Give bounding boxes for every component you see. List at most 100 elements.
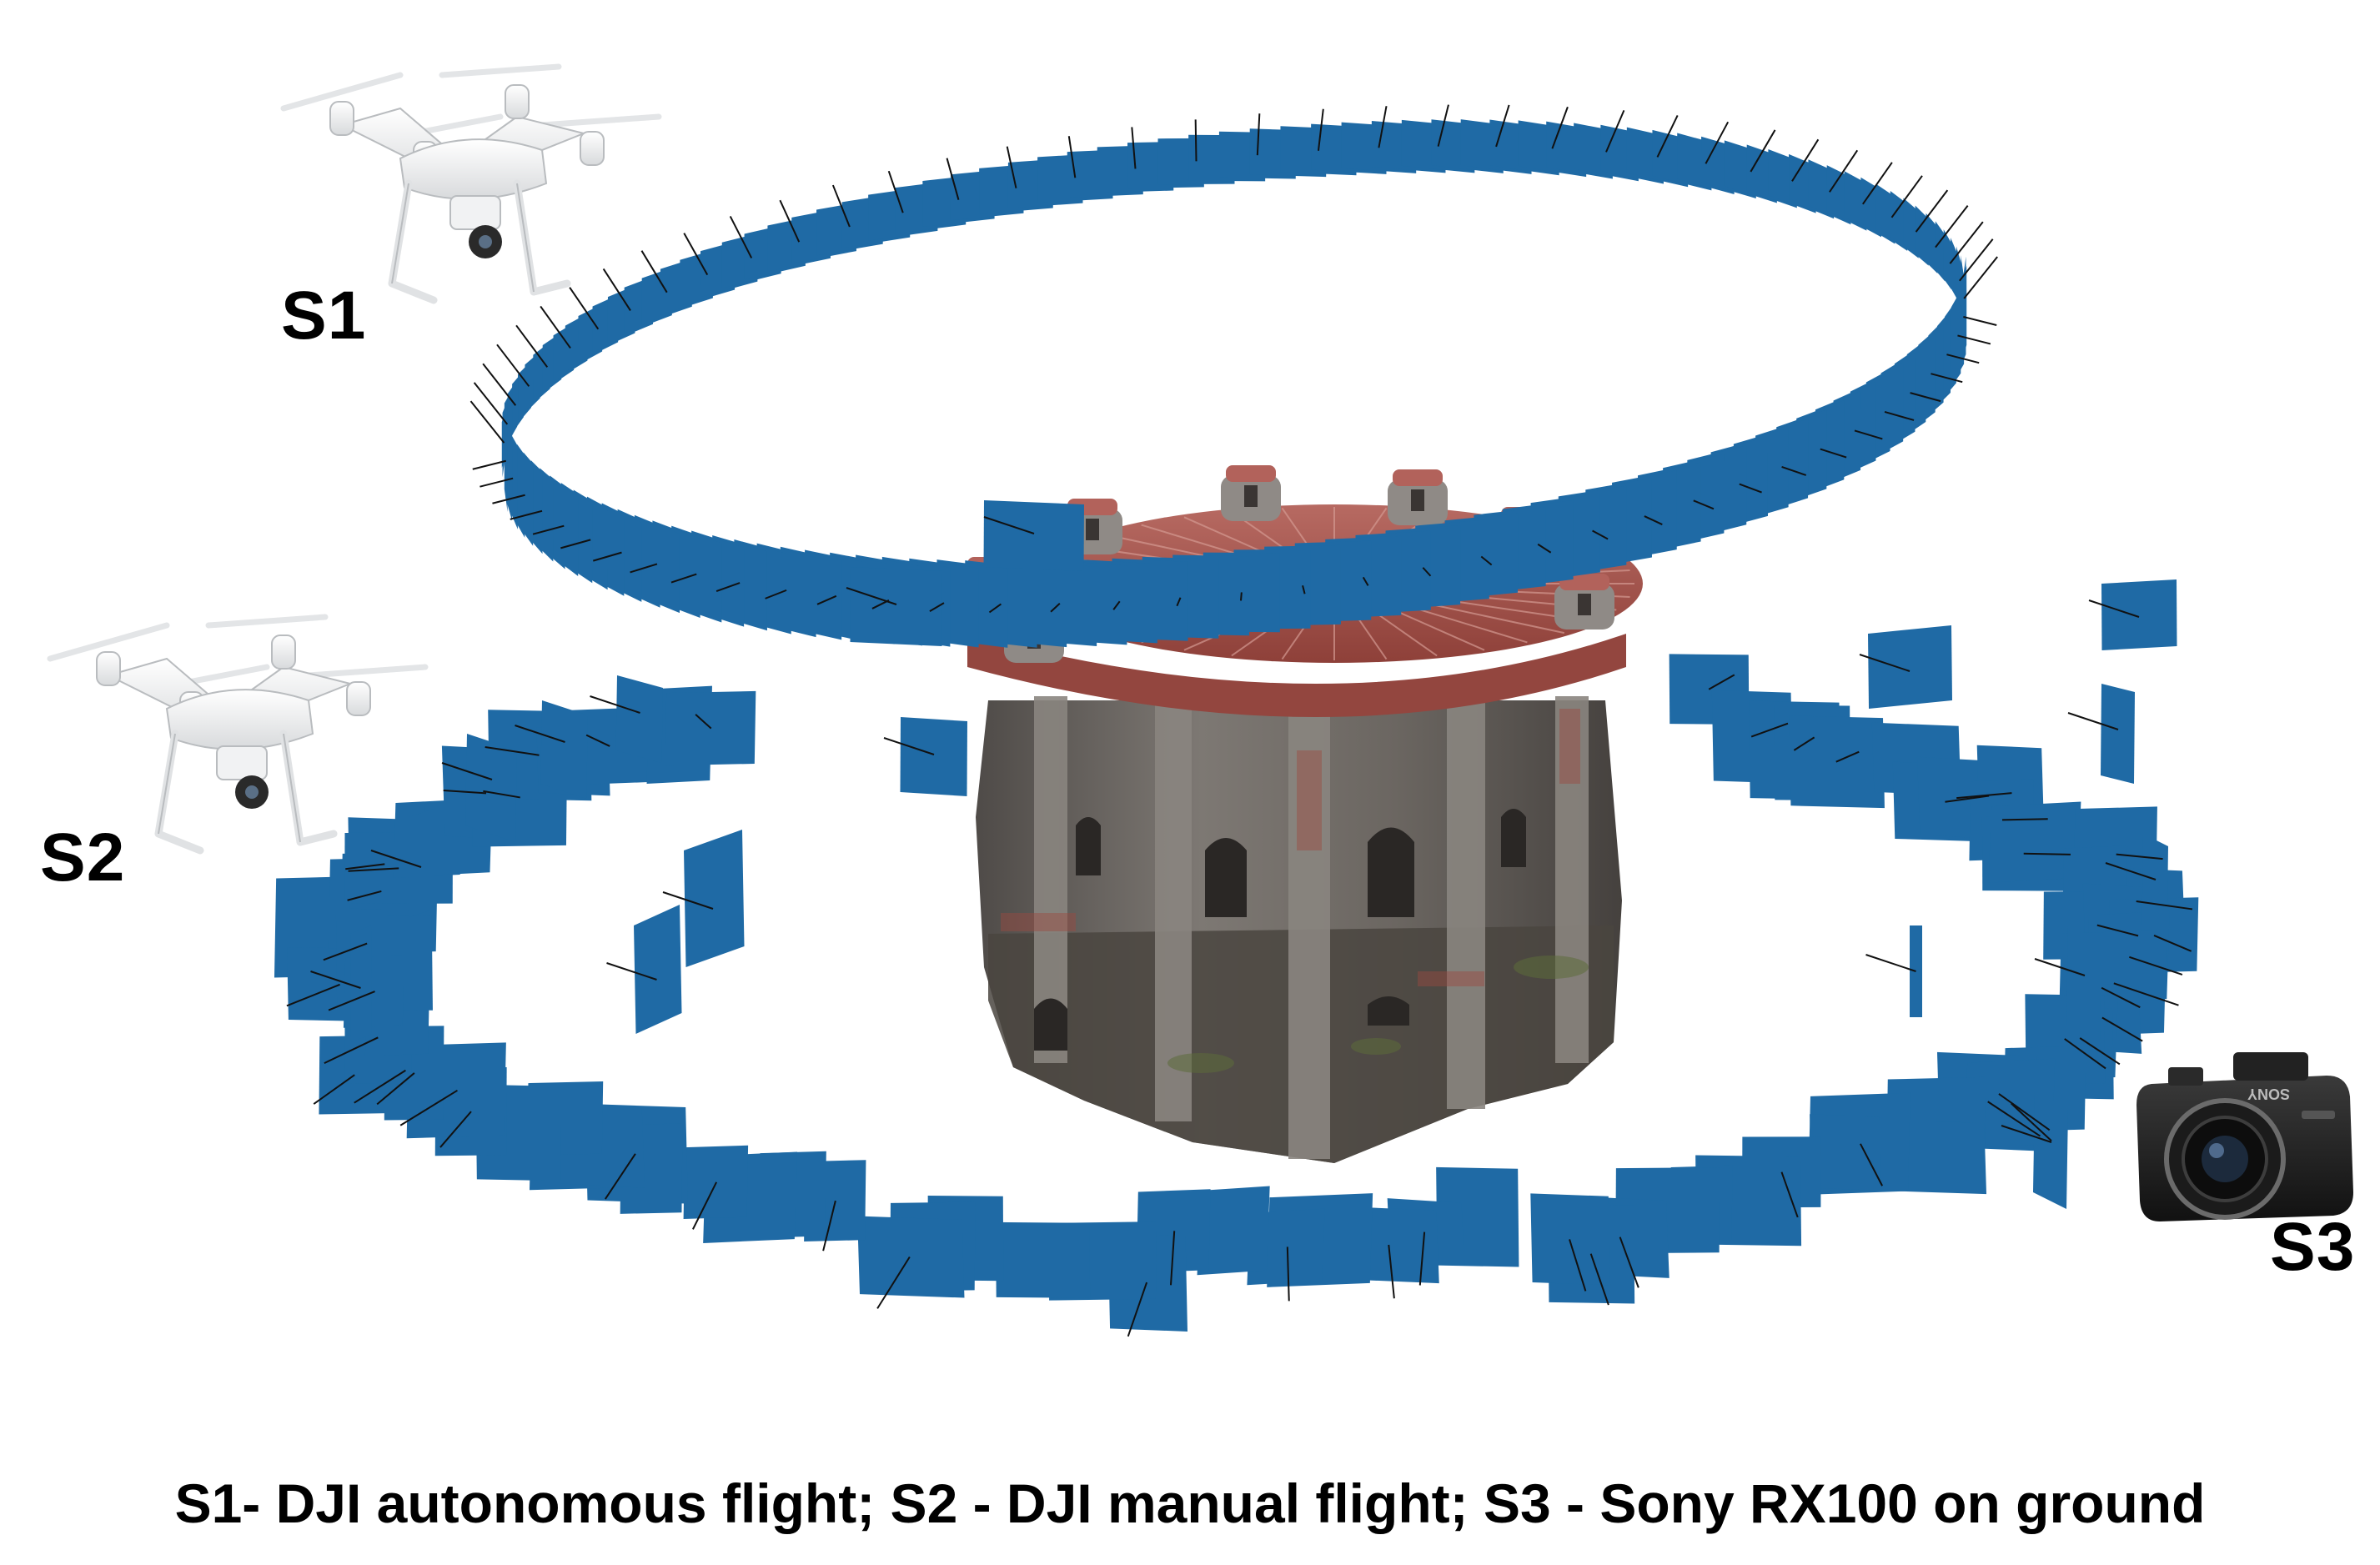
camera-ray [2096,924,2139,937]
camera-ray [1589,1253,1609,1306]
camera-ray [1256,113,1261,156]
camera-ray [2113,982,2179,1006]
camera-ray [1860,1143,1884,1186]
camera-frame [1964,1058,2056,1149]
gimbal [216,745,268,780]
camera-ray [2153,935,2192,952]
camera-frame [1868,625,1952,709]
camera-ray [1959,238,1994,282]
camera-ray [1915,189,1949,233]
camera-ray [1781,466,1807,476]
camera-ray [313,1074,355,1105]
camera-ray [2101,986,2141,1009]
label-s1: S1 [281,278,367,354]
camera-ray [2129,956,2183,976]
motor [271,635,296,670]
camera-ray [1656,114,1679,158]
gimbal [449,195,501,230]
camera-ray [1480,555,1493,566]
camera-ray [1067,136,1077,178]
camera-ray [1935,204,1969,248]
camera-ray [1495,104,1510,148]
camera-ray [482,363,517,406]
camera-ray [1793,736,1815,751]
camera-ray [1537,543,1552,554]
camera-ray [883,737,935,755]
camera-ray [983,516,1035,534]
camera-ray [929,602,945,612]
camera-ray [1946,354,1980,364]
camera-ray [2079,1037,2121,1066]
camera-ray [592,551,622,562]
camera-ray [846,587,897,605]
camera-ray [1957,334,1991,345]
turret-cap [1226,465,1276,482]
drone-icon [47,614,429,855]
label-s3: S3 [2270,1209,2356,1285]
camera-ray [2034,958,2086,976]
turret-window [1578,594,1591,615]
svg-text:SONY: SONY [2247,1086,2290,1102]
camera-frame [350,925,372,1042]
camera-ray [640,250,668,293]
camera-ray [876,1256,911,1309]
motor [346,681,371,716]
camera-ray [1945,795,1990,803]
camera-ray [662,891,714,910]
turret-cap [1393,469,1443,486]
camera-frame [850,567,942,646]
drone-icon [280,63,662,304]
camera-frame [1810,1114,1882,1191]
camera-ray [480,477,514,488]
turret-window [1086,519,1099,540]
camera-ray [1551,106,1569,149]
camera-frame [1961,254,1965,324]
camera-ray [1569,1239,1587,1292]
camera-ray [1739,483,1762,494]
camera-ray [496,344,530,387]
camera-ray [2064,1038,2106,1070]
camera-ray [585,734,610,747]
camera-ray [779,199,801,243]
upper-ring-camera-frames [501,119,1967,648]
camera-ray [716,582,741,593]
camera-ray [1708,674,1735,690]
figure-caption: S1- DJI autonomous flight; S2 - DJI manu… [174,1472,2206,1534]
camera-frame [2101,579,2177,650]
camera-ray [1286,1246,1290,1302]
camera-frame [1197,1186,1270,1276]
camera-frame [996,1221,1091,1298]
camera-ray [560,539,591,549]
camera-ray [540,305,571,349]
camera-ray [691,1181,718,1230]
camera-frame [983,500,1084,571]
camera-ray [1963,256,1998,299]
propeller [205,614,329,629]
camera-ray [1240,592,1243,601]
camera-frame [1988,801,2081,883]
camera-ray [765,589,787,599]
camera-ray [2023,852,2071,855]
camera-ray [443,790,487,795]
motor [329,101,354,136]
camera-ray [1050,603,1061,613]
camera-ray [1317,108,1324,151]
camera-ray [370,850,422,868]
camera-ray [1987,1101,2041,1137]
camera-ray [473,382,509,425]
camera-ray [822,1200,836,1251]
camera-ray [510,509,543,520]
camera-ray [1619,1236,1639,1288]
camera-ray [2101,1016,2143,1042]
camera-ray [683,233,709,276]
camera-ray [1693,499,1715,510]
camera-frame [2066,925,2101,1042]
camera-ray [323,942,368,961]
camera-ray [1169,1231,1176,1286]
label-s2: S2 [40,820,126,895]
gimbal-lens-glass [245,785,259,799]
camera-ray [1112,600,1121,610]
camera-ray [2105,862,2157,880]
camera-ray [1791,138,1820,182]
